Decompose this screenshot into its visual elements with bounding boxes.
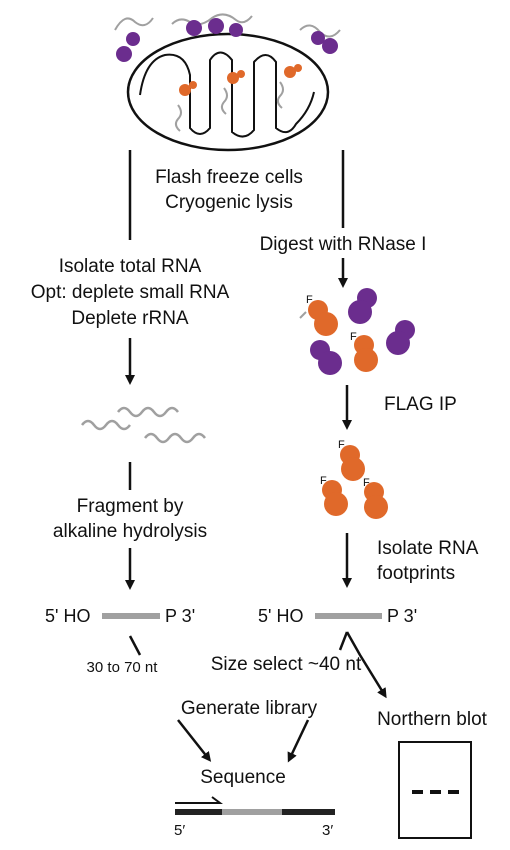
right-size-line — [338, 631, 349, 651]
step-fragment-1: Fragment by — [77, 496, 184, 517]
step-northern-blot: Northern blot — [377, 709, 488, 730]
ip-ribosomes-cluster: F F F — [320, 439, 388, 519]
right-rna-3prime: P 3' — [387, 606, 417, 626]
left-rna-3prime: P 3' — [165, 606, 195, 626]
flag-ribosome-icon: F — [338, 439, 365, 481]
seq-5prime-label: 5′ — [174, 822, 185, 839]
flag-label: F — [363, 477, 370, 489]
flag-ribosome-icon: F — [320, 475, 348, 516]
purple-ribosome-icon — [386, 320, 415, 355]
step-sequence: Sequence — [200, 767, 286, 788]
left-rna-5prime: 5' HO — [45, 606, 90, 626]
left-size-line — [128, 635, 142, 656]
mito-ribosome-icon — [227, 70, 245, 84]
sequencing-library-icon — [175, 796, 335, 815]
step-generate-library: Generate library — [181, 698, 318, 719]
northern-blot-arrow — [345, 631, 387, 699]
size-range-left: 30 to 70 nt — [87, 659, 159, 676]
step-opt-deplete-small: Opt: deplete small RNA — [31, 282, 230, 303]
step-digest-rnase: Digest with RNase I — [260, 234, 427, 255]
step-flash-freeze: Flash freeze cells — [155, 167, 303, 188]
flag-ribosome-icon: F — [299, 294, 338, 336]
step-deplete-rrna: Deplete rRNA — [71, 308, 189, 329]
read-primer-arrow-icon — [175, 796, 223, 804]
flag-ribosome-icon: F — [350, 331, 378, 372]
northern-blot-membrane-icon — [398, 741, 472, 839]
purple-ribosome-icon — [310, 340, 342, 375]
right-sequence-arrow — [287, 719, 310, 763]
step-size-select: Size select ~40 nt — [211, 654, 362, 675]
flag-label: F — [338, 439, 345, 451]
mito-ribosome-icon — [284, 64, 302, 78]
step-fragment-2: alkaline hydrolysis — [53, 521, 207, 542]
step-flag-ip: FLAG IP — [384, 394, 457, 415]
mitochondrion-icon — [126, 32, 330, 152]
total-rna-fragments-icon — [81, 406, 206, 444]
cytosolic-ribosomes-icon — [114, 13, 341, 62]
flag-label: F — [320, 475, 327, 487]
step-isolate-footprints-1: Isolate RNA — [377, 538, 479, 559]
flag-label: F — [350, 331, 357, 343]
purple-ribosome-icon — [348, 288, 377, 324]
mito-ribosome-icon — [179, 81, 197, 96]
right-rna-5prime: 5' HO — [258, 606, 303, 626]
flag-ribosome-icon: F — [363, 477, 388, 519]
flag-label: F — [306, 294, 313, 306]
left-sequence-arrow — [177, 719, 212, 762]
step-cryogenic-lysis: Cryogenic lysis — [165, 192, 293, 213]
seq-3prime-label: 3′ — [322, 822, 333, 839]
digested-ribosomes-cluster: F F — [299, 288, 415, 375]
step-isolate-total-rna: Isolate total RNA — [59, 256, 202, 277]
step-isolate-footprints-2: footprints — [377, 563, 455, 584]
